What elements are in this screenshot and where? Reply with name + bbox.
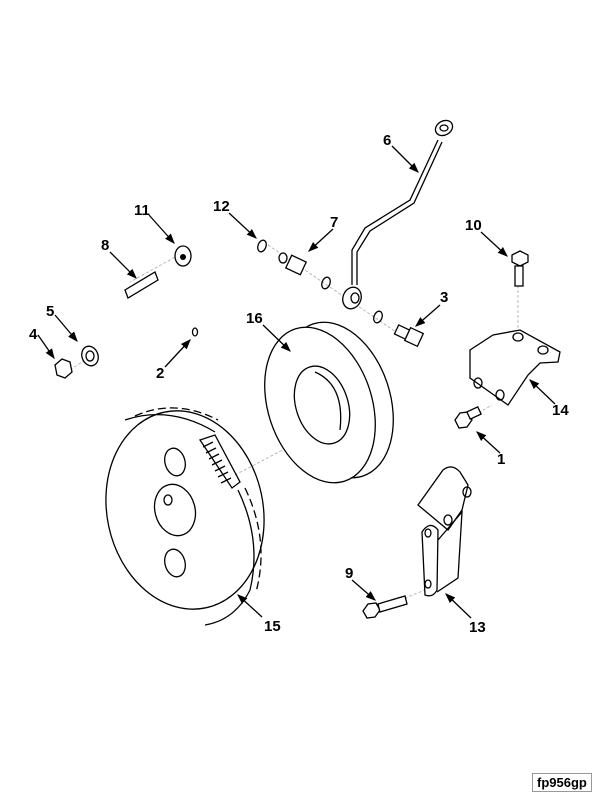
part-8-stud <box>124 271 159 299</box>
callout-8: 8 <box>101 237 110 254</box>
part-16-spacer <box>264 321 394 484</box>
part-13-support-bracket <box>417 466 472 597</box>
callout-3: 3 <box>440 289 449 306</box>
part-3-banjo-bolt <box>393 324 425 348</box>
callout-5: 5 <box>46 303 55 320</box>
part-5-washer <box>81 345 99 367</box>
centerline-nut <box>69 359 86 371</box>
part-14-mounting-bracket <box>469 329 561 406</box>
callout-7: 7 <box>330 214 339 231</box>
part-15-gear-plate <box>105 407 265 626</box>
callout-16: 16 <box>246 310 263 327</box>
part-2-o-ring <box>191 327 199 337</box>
centerline-gear <box>234 424 331 476</box>
callout-11: 11 <box>134 202 150 219</box>
part-6-oil-tube <box>342 119 454 310</box>
part-9-capscrew <box>362 595 408 619</box>
callout-2: 2 <box>156 365 165 382</box>
leader-lines <box>37 145 556 619</box>
part-4-hex-nut <box>54 358 73 379</box>
centerline-bolt9 <box>399 589 426 601</box>
part-1-capscrew <box>454 405 482 429</box>
part-7-fitting <box>278 252 308 276</box>
callout-1: 1 <box>497 451 506 468</box>
part-10-capscrew <box>511 250 529 287</box>
figure-id-label: fp956gp <box>532 773 592 792</box>
callout-14: 14 <box>552 402 569 419</box>
part-washer-a <box>321 276 331 290</box>
callout-9: 9 <box>345 565 354 582</box>
callout-13: 13 <box>469 619 486 636</box>
callout-10: 10 <box>465 217 482 234</box>
part-12-washer <box>257 239 267 253</box>
callout-4: 4 <box>29 326 38 343</box>
callout-6: 6 <box>383 132 392 149</box>
callout-12: 12 <box>213 198 230 215</box>
callout-15: 15 <box>264 618 281 635</box>
part-11-flange-nut <box>174 245 192 267</box>
centerline-bolt1 <box>469 404 493 419</box>
part-washer-b <box>373 310 383 324</box>
